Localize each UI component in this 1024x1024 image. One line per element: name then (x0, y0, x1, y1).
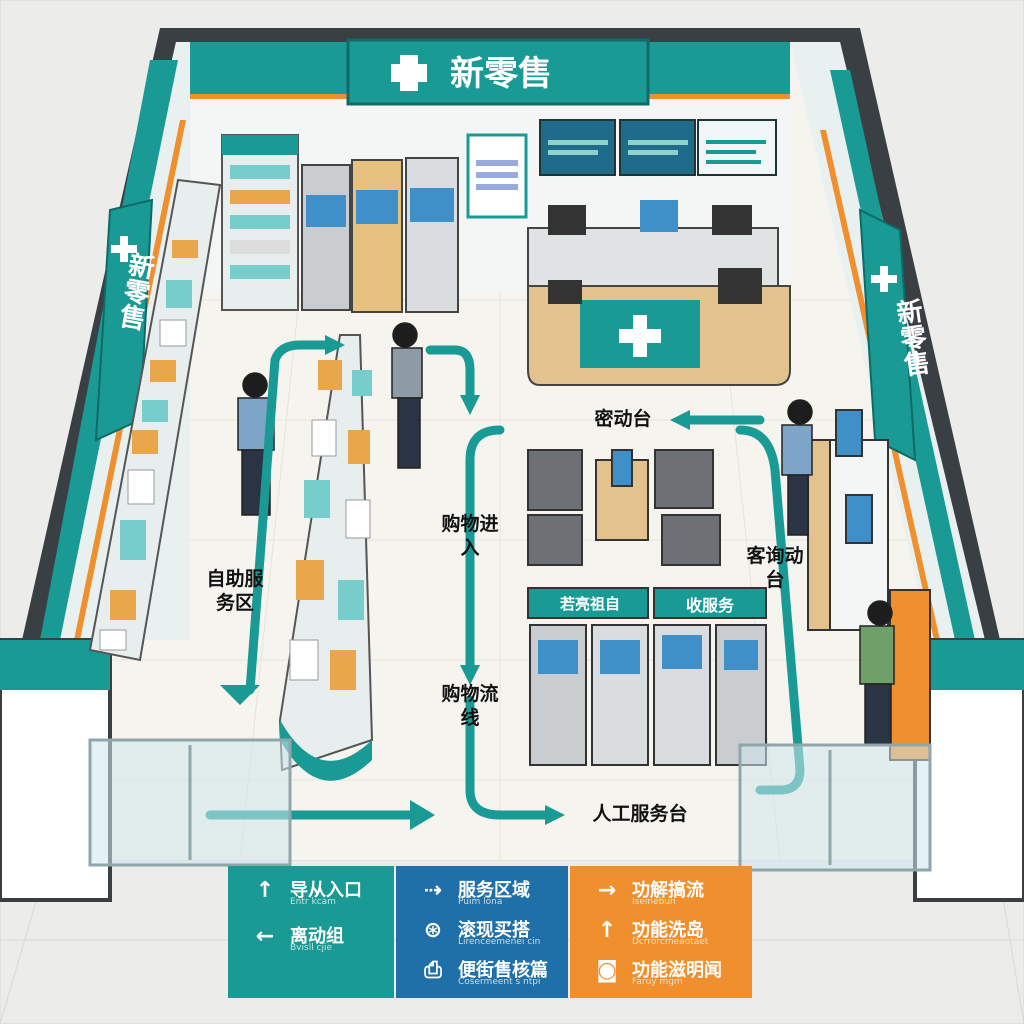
legend-subtext: Entr kcam (290, 897, 336, 907)
flow-arrow-heads (220, 335, 690, 830)
legend-functions: → 功解搞流 Iseinebun ↑ 功能洗岛 Dcrrorcmeaotaet … (570, 866, 752, 998)
legend-subtext: Iseinebun (632, 897, 676, 907)
legend-subtext: Puim lona (458, 897, 503, 907)
label-shopping-flow: 购物流线 (441, 683, 499, 729)
legend-item: → 功解搞流 Iseinebun (570, 874, 752, 914)
legend-services: ⇢ 服务区域 Puim lona ⊛ 滚现买搭 Lirenceemenei ci… (396, 866, 568, 998)
center-shelving (278, 334, 374, 781)
legend-item: ⎙ 便街售核篇 Cosermeent s ntpi (396, 954, 568, 994)
consult-desk (807, 409, 889, 631)
legend-subtext: Bvisll cjie (290, 943, 333, 953)
people-icon: ⊛ (423, 918, 443, 943)
legend-text: 导从入口 (290, 880, 362, 901)
legend-item: ↑ 功能洗岛 Dcrrorcmeaotaet (570, 914, 752, 954)
kiosk-sign-right: 收服务 (685, 596, 734, 615)
kiosk-sign-left: 若亮祖自 (559, 595, 620, 613)
service-icon: ⇢ (423, 878, 443, 903)
right-wall-panel (889, 589, 931, 761)
menu-screens (539, 119, 777, 176)
legend-text: 服务区域 (458, 880, 530, 901)
label-interactive-desk: 密动台 (594, 408, 652, 430)
back-shelf (221, 134, 299, 311)
glass-doors (88, 738, 932, 872)
label-self-service: 自助服务区 (206, 568, 264, 614)
legend-text: 滚现买搭 (458, 920, 530, 941)
legend-subtext: Faruy mgm (632, 977, 683, 987)
store-sign-text: 新零售 (450, 54, 552, 94)
store-sign: 新零售 (450, 50, 640, 98)
left-vertical-sign (94, 198, 154, 442)
legend-text: 功解搞流 (632, 880, 704, 901)
legend-item: ← 离动组 Bvisll cjie (228, 920, 394, 960)
print-icon: ⎙ (424, 958, 442, 983)
left-shelving (88, 178, 222, 662)
legend-item: ⇢ 服务区域 Puim lona (396, 874, 568, 914)
arrow-left-icon: ← (255, 924, 275, 949)
label-consult-desk: 客询动台 (746, 545, 804, 591)
label-shopping-enter: 购物进入 (441, 513, 499, 559)
legend-item: ⊛ 滚现买搭 Lirenceemenei cin (396, 914, 568, 954)
kiosk-bank (527, 587, 767, 766)
arrow-up-icon: ↑ (255, 878, 275, 903)
service-counter (527, 200, 791, 386)
legend-text: 功能滋明闻 (632, 960, 722, 981)
legend-entrance: ↑ 导从入口 Entr kcam ← 离动组 Bvisll cjie (228, 866, 394, 998)
right-vertical-sign (858, 208, 917, 462)
right-sign-text: 新零售 (890, 296, 932, 379)
legend-text: 便街售核篇 (458, 960, 548, 981)
legend-subtext: Dcrrorcmeaotaet (632, 937, 709, 947)
legend-subtext: Lirenceemenei cin (458, 937, 541, 947)
legend-subtext: Cosermeent s ntpi (458, 977, 541, 987)
seating-area (527, 449, 721, 566)
arrow-up-icon: ↑ (597, 918, 617, 943)
legend-text: 功能洗岛 (632, 920, 704, 941)
arrow-right-icon: → (597, 878, 617, 903)
top-sign-panel (346, 38, 650, 106)
legend-text: 离动组 (290, 926, 344, 947)
legend-item: ↑ 导从入口 Entr kcam (228, 874, 394, 914)
label-manual-desk: 人工服务台 (592, 803, 688, 825)
back-kiosks (301, 157, 459, 313)
legend-item: ◙ 功能滋明闻 Faruy mgm (570, 954, 752, 994)
camera-icon: ◙ (596, 958, 618, 983)
